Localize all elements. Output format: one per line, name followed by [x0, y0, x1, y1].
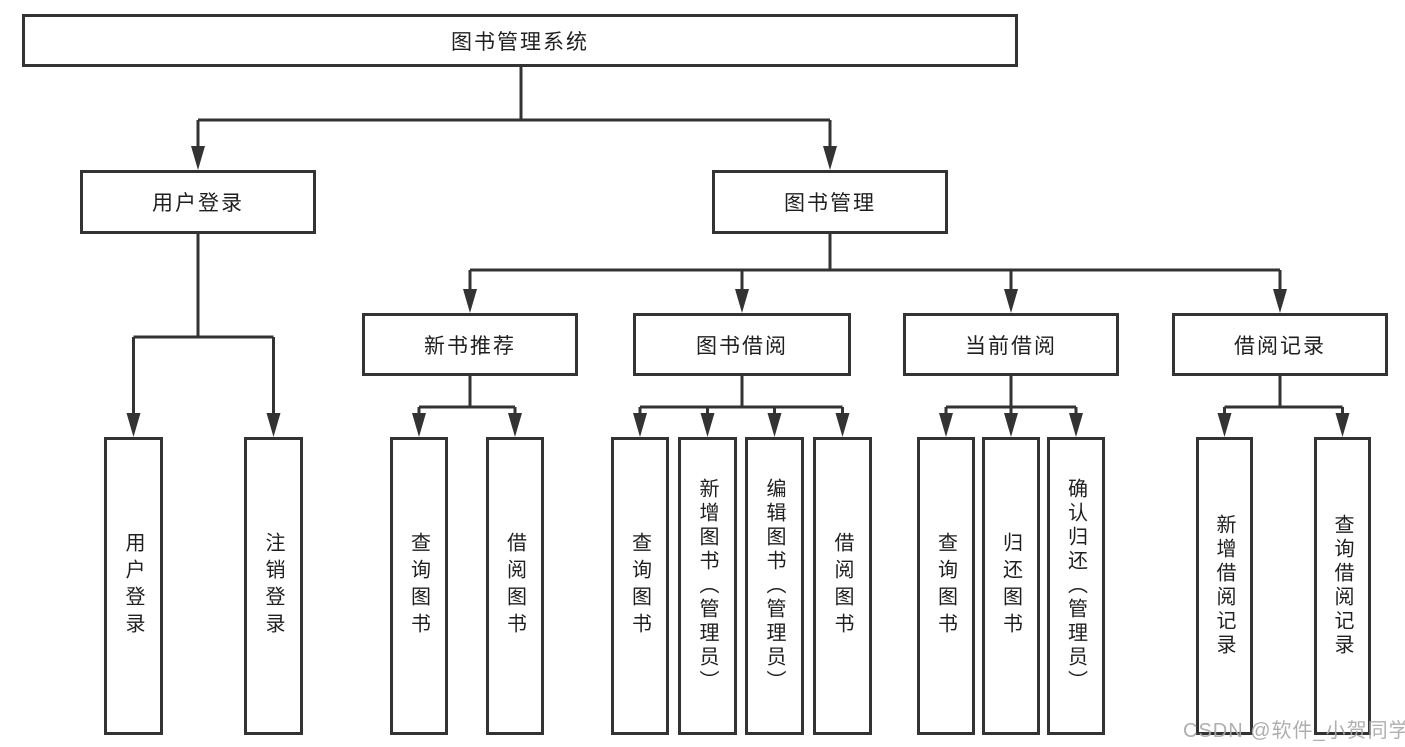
- leaf-query-books-recommend: 查询图书: [390, 437, 448, 735]
- leaf-query-books-current: 查询图书: [917, 437, 975, 735]
- leaf-query-books-borrowing: 查询图书: [611, 437, 669, 735]
- leaf-logout: 注销登录: [244, 437, 303, 735]
- node-user-login-group: 用户登录: [80, 170, 316, 234]
- node-borrowing-records: 借阅记录: [1172, 313, 1388, 376]
- node-book-borrowing: 图书借阅: [633, 313, 851, 376]
- leaf-user-login: 用户登录: [104, 437, 163, 735]
- node-library-management-system: 图书管理系统: [22, 14, 1018, 67]
- leaf-borrow-books-borrowing: 借阅图书: [813, 437, 872, 735]
- connector-paths: [132, 67, 1344, 415]
- leaf-edit-books-admin: 编辑图书（管理员）: [745, 437, 804, 735]
- leaf-return-books: 归还图书: [982, 437, 1040, 735]
- node-new-book-recommendation: 新书推荐: [362, 313, 578, 376]
- arrowheads: [126, 146, 1350, 437]
- node-current-borrowing: 当前借阅: [903, 313, 1119, 376]
- watermark-text: CSDN @软件_小贺同学: [1183, 720, 1405, 742]
- leaf-add-borrow-record: 新增借阅记录: [1196, 437, 1253, 735]
- leaf-query-borrow-record: 查询借阅记录: [1314, 437, 1371, 735]
- leaf-add-books-admin: 新增图书（管理员）: [678, 437, 737, 735]
- leaf-borrow-books-recommend: 借阅图书: [486, 437, 544, 735]
- node-book-management: 图书管理: [712, 170, 948, 234]
- leaf-confirm-return-admin: 确认归还（管理员）: [1047, 437, 1105, 735]
